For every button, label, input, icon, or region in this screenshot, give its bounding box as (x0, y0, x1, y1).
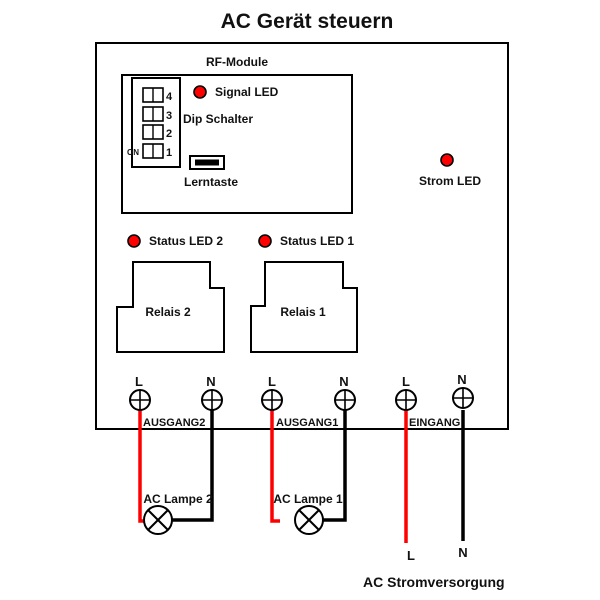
terminal-group-ausgang1: AUSGANG1 (276, 417, 338, 429)
terminal-ausgang1-l[interactable] (261, 389, 283, 411)
dip-on-label: ON (127, 148, 139, 157)
terminal-label-l: L (135, 374, 143, 389)
learn-button[interactable] (189, 155, 225, 170)
lamp-1-neutral-wire (322, 410, 347, 522)
rf-module-label: RF-Module (206, 55, 268, 69)
lamp-1-live-wire (270, 410, 280, 523)
dip-number-2: 2 (166, 128, 172, 140)
terminal-label-n: N (339, 374, 348, 389)
status-led-1-label: Status LED 1 (280, 234, 354, 248)
terminal-label-l: L (402, 374, 410, 389)
terminal-group-ausgang2: AUSGANG2 (143, 417, 205, 429)
status-led-1-icon (258, 234, 272, 248)
dip-number-3: 3 (166, 110, 172, 122)
relay-2 (116, 261, 225, 353)
diagram-title: AC Gerät steuern (221, 10, 394, 33)
signal-led-icon (193, 85, 207, 99)
lamp-2-neutral-wire (172, 410, 214, 522)
terminal-label-n: N (457, 372, 466, 387)
relay-1-label: Relais 1 (280, 305, 326, 319)
terminal-ausgang2-n[interactable] (201, 389, 223, 411)
dip-switch-1[interactable] (142, 143, 164, 159)
relay-1 (250, 261, 358, 353)
dip-number-1: 1 (166, 147, 172, 159)
lamp-1-label: AC Lampe 1 (273, 492, 343, 506)
status-led-2-icon (127, 234, 141, 248)
lamp-2-label: AC Lampe 2 (143, 492, 213, 506)
status-led-2-label: Status LED 2 (149, 234, 223, 248)
terminal-eingang-n[interactable] (452, 387, 474, 409)
learn-button-label: Lerntaste (184, 175, 238, 189)
signal-led-label: Signal LED (215, 85, 279, 99)
dip-switch-2[interactable] (142, 124, 164, 140)
terminal-label-l: L (268, 374, 276, 389)
terminal-ausgang2-l[interactable] (129, 389, 151, 411)
dip-number-4: 4 (166, 91, 173, 103)
power-led-label: Strom LED (419, 174, 481, 188)
terminal-eingang-l[interactable] (395, 389, 417, 411)
supply-label: AC Stromversorgung (363, 574, 505, 590)
supply-neutral-label: N (458, 545, 467, 560)
terminal-group-eingang: EINGANG (409, 417, 460, 429)
terminal-label-n: N (206, 374, 215, 389)
power-led-icon (440, 153, 454, 167)
supply-live-label: L (407, 548, 415, 563)
dip-switch-4[interactable] (142, 87, 164, 103)
lamp-2-icon (143, 505, 173, 535)
dip-switch-3[interactable] (142, 106, 164, 122)
relay-2-label: Relais 2 (145, 305, 191, 319)
lamp-1-icon (294, 505, 324, 535)
terminal-ausgang1-n[interactable] (334, 389, 356, 411)
dip-switch-label: Dip Schalter (183, 112, 253, 126)
